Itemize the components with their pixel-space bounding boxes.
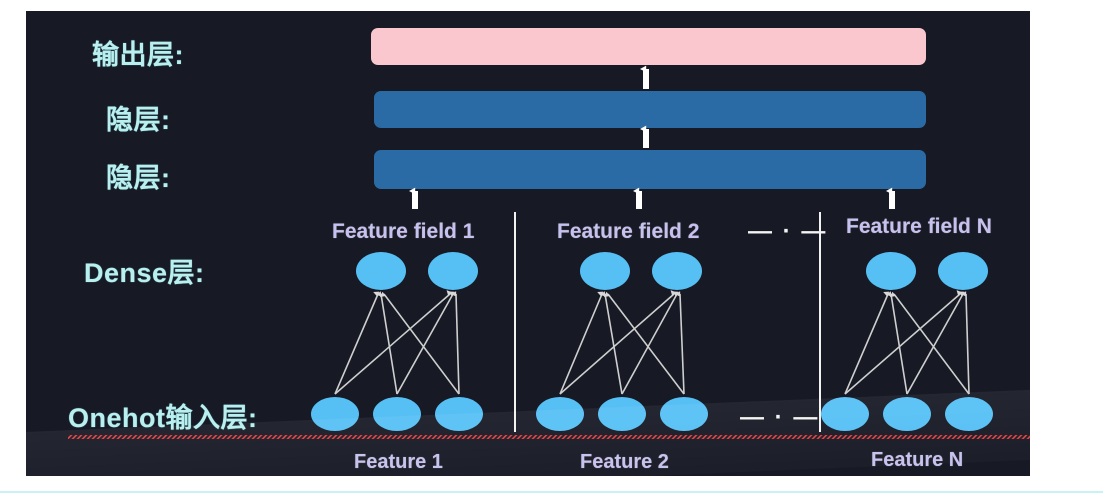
dense-layer-label: Dense层: [84, 258, 205, 288]
input-node-f2-3 [660, 397, 708, 431]
dense-node-fn-1 [866, 252, 916, 290]
field-ellipsis-bottom: — · — [740, 404, 820, 431]
field-to-hidden-arrows [409, 187, 895, 209]
connections-field-2 [559, 290, 685, 395]
dense-node-f1-1 [356, 252, 406, 290]
input-node-fn-1 [821, 397, 869, 431]
feature-1-title: Feature 1 [354, 451, 443, 473]
dense-node-f2-1 [580, 252, 630, 290]
feature-2-title: Feature 2 [580, 451, 669, 473]
connections-field-1 [334, 290, 460, 395]
input-node-f1-2 [373, 397, 421, 431]
field-divider-1 [514, 212, 516, 432]
feature-n-title: Feature N [871, 449, 964, 471]
hidden-layer-2-label: 隐层: [106, 105, 171, 135]
input-node-fn-3 [945, 397, 993, 431]
field-ellipsis-top: — · — [748, 218, 828, 245]
feature-field-1-title: Feature field 1 [332, 220, 475, 243]
onehot-input-layer-label: Onehot输入层: [68, 396, 1030, 439]
feature-field-2-title: Feature field 2 [557, 220, 700, 243]
output-layer-label: 输出层: [92, 40, 184, 70]
input-node-f1-1 [311, 397, 359, 431]
connections-field-n [844, 290, 970, 395]
input-node-f2-2 [598, 397, 646, 431]
field-divider-2 [819, 212, 821, 432]
dense-node-fn-2 [938, 252, 988, 290]
input-node-fn-2 [883, 397, 931, 431]
input-node-f2-1 [536, 397, 584, 431]
output-layer-bar [371, 28, 926, 65]
input-node-f1-3 [435, 397, 483, 431]
diagram-panel: 输出层: 隐层: 隐层: Dense层: Onehot输入层: Feature … [26, 11, 1030, 476]
dense-node-f2-2 [652, 252, 702, 290]
hidden-layer-1-bar [374, 150, 926, 189]
dense-node-f1-2 [428, 252, 478, 290]
bottom-accent-rule [0, 491, 1103, 493]
hidden-layer-1-label: 隐层: [106, 163, 171, 193]
feature-field-n-title: Feature field N [846, 215, 992, 238]
hidden-layer-2-bar [374, 91, 926, 128]
